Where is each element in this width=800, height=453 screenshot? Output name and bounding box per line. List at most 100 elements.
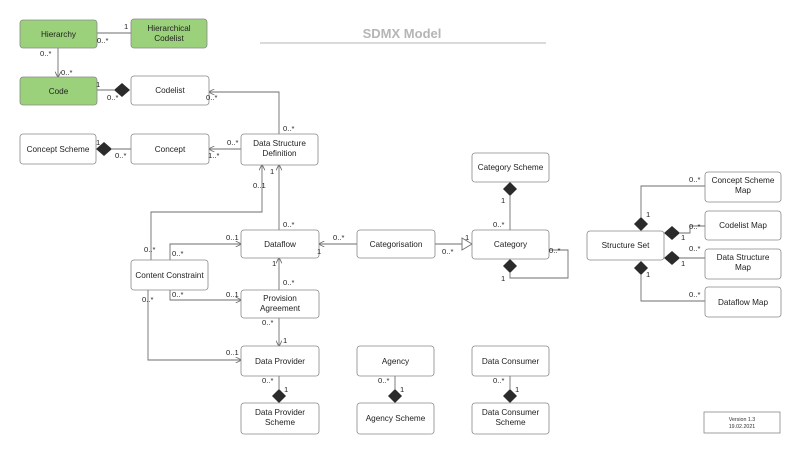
svg-text:Dataflow: Dataflow bbox=[264, 240, 296, 249]
svg-text:Data Provider: Data Provider bbox=[255, 408, 305, 417]
box-structure-set[interactable]: Structure Set bbox=[586, 230, 665, 261]
box-codelist-map[interactable]: Codelist Map bbox=[704, 210, 782, 241]
mult-constraint-dataflow-zero-many: 0..* bbox=[172, 249, 183, 258]
svg-text:Map: Map bbox=[735, 186, 751, 195]
mult-codelist-zero-many: 0..* bbox=[206, 93, 217, 102]
mult-categoryscheme-one: 1 bbox=[501, 196, 505, 205]
svg-text:19.02.2021: 19.02.2021 bbox=[729, 424, 756, 430]
svg-text:Codelist: Codelist bbox=[154, 34, 184, 43]
box-data-provider-scheme[interactable]: Data Provider Scheme bbox=[240, 402, 320, 435]
mult-dataflow-top-zero-many: 0..* bbox=[283, 220, 294, 229]
box-agency-scheme[interactable]: Agency Scheme bbox=[356, 402, 435, 435]
diamond-dataprovider-scheme bbox=[272, 389, 286, 403]
mult-dfmap-zero-many: 0..* bbox=[689, 290, 700, 299]
svg-text:Data Consumer: Data Consumer bbox=[482, 357, 540, 366]
mult-dsmap-zero-many: 0..* bbox=[689, 244, 700, 253]
diamond-conceptscheme-concept bbox=[96, 142, 112, 156]
svg-text:Categorisation: Categorisation bbox=[370, 240, 423, 249]
mult-dsd-bottom-one: 1 bbox=[270, 167, 274, 176]
edge-ss-clmap bbox=[680, 225, 705, 234]
mult-constraint-bottom-zero-many: 0..* bbox=[142, 295, 153, 304]
box-provision-agreement[interactable]: Provision Agreement bbox=[240, 289, 320, 319]
diamond-agency-scheme bbox=[388, 389, 402, 403]
box-category-scheme[interactable]: Category Scheme bbox=[471, 152, 550, 183]
mult-hierarchy-zero-many: 0..* bbox=[97, 36, 108, 45]
box-code[interactable]: Code bbox=[19, 76, 98, 106]
svg-text:Agency Scheme: Agency Scheme bbox=[366, 414, 426, 423]
mult-provider-bottom-zero-many: 0..* bbox=[262, 376, 273, 385]
mult-ss-dfmap-one: 1 bbox=[646, 270, 650, 279]
mult-category-left-zero-many: 0..* bbox=[442, 247, 453, 256]
svg-text:Data Structure: Data Structure bbox=[717, 253, 770, 262]
svg-text:Category Scheme: Category Scheme bbox=[478, 163, 544, 172]
mult-dsd-zero-one: 0..1 bbox=[253, 181, 266, 190]
mult-dataflow-bottom-one: 1 bbox=[272, 259, 276, 268]
mult-category-left-one: 1 bbox=[465, 233, 469, 242]
box-data-consumer-scheme[interactable]: Data Consumer Scheme bbox=[471, 402, 550, 435]
mult-dsd-left-zero-many: 0..* bbox=[227, 138, 238, 147]
svg-text:Definition: Definition bbox=[262, 149, 297, 158]
mult-code-one: 1 bbox=[96, 80, 100, 89]
box-agency[interactable]: Agency bbox=[356, 345, 435, 377]
mult-category-top-zero-many: 0..* bbox=[493, 220, 504, 229]
diamond-ss-dfmap bbox=[634, 261, 648, 275]
edge-constraint-dsd bbox=[150, 165, 262, 260]
box-categorisation[interactable]: Categorisation bbox=[356, 229, 436, 259]
mult-provider-top-one: 1 bbox=[283, 336, 287, 345]
mult-categorisation-zero-many: 0..* bbox=[333, 233, 344, 242]
diamond-categoryscheme-category bbox=[503, 182, 517, 196]
svg-text:Data Consumer: Data Consumer bbox=[482, 408, 540, 417]
box-data-consumer[interactable]: Data Consumer bbox=[471, 345, 550, 377]
mult-provider-scheme-one: 1 bbox=[284, 385, 288, 394]
mult-hcl-one: 1 bbox=[124, 22, 128, 31]
svg-text:Structure Set: Structure Set bbox=[602, 241, 651, 250]
diamond-category-self bbox=[503, 259, 517, 273]
mult-concept-zero-many: 0..* bbox=[115, 151, 126, 160]
mult-ss-csmap-one: 1 bbox=[646, 210, 650, 219]
mult-ss-clmap-one: 1 bbox=[681, 233, 685, 242]
box-data-provider[interactable]: Data Provider bbox=[240, 345, 320, 377]
svg-text:Data Provider: Data Provider bbox=[255, 357, 305, 366]
edge-dsd-codelist bbox=[209, 92, 280, 134]
box-codelist[interactable]: Codelist bbox=[130, 75, 210, 106]
mult-dataflow-left-zero-one: 0..1 bbox=[226, 233, 239, 242]
box-concept-scheme[interactable]: Concept Scheme bbox=[19, 133, 97, 165]
mult-provision-top-zero-many: 0..* bbox=[283, 278, 294, 287]
multiplicity-labels: 1 0..* 0..* 0..* 1 0..* 0..* 0..* 1 0..*… bbox=[40, 22, 700, 394]
connectors bbox=[58, 32, 705, 403]
svg-text:Category: Category bbox=[494, 240, 528, 249]
box-dataflow[interactable]: Dataflow bbox=[240, 229, 320, 259]
svg-text:Agreement: Agreement bbox=[260, 304, 301, 313]
arrowhead-categorisation-category bbox=[461, 237, 473, 251]
diamond-consumer-scheme bbox=[503, 389, 517, 403]
svg-text:Provision: Provision bbox=[263, 294, 297, 303]
edge-ss-dfmap bbox=[640, 275, 705, 302]
diamond-codelist-code bbox=[114, 83, 130, 97]
box-concept[interactable]: Concept bbox=[130, 133, 210, 165]
svg-text:Scheme: Scheme bbox=[495, 418, 525, 427]
box-category[interactable]: Category bbox=[471, 229, 550, 260]
mult-conceptscheme-one: 1 bbox=[96, 138, 100, 147]
box-hierarchical-codelist[interactable]: Hierarchical Codelist bbox=[130, 18, 208, 49]
mult-agency-zero-many: 0..* bbox=[378, 376, 389, 385]
mult-hierarchy-bottom-zero-many: 0..* bbox=[40, 49, 51, 58]
mult-agency-scheme-one: 1 bbox=[400, 385, 404, 394]
box-content-constraint[interactable]: Content Constraint bbox=[130, 259, 209, 291]
box-concept-scheme-map[interactable]: Concept Scheme Map bbox=[704, 171, 782, 203]
mult-dataflow-right-one: 1 bbox=[317, 247, 321, 256]
box-hierarchy[interactable]: Hierarchy bbox=[19, 19, 98, 49]
svg-text:Dataflow Map: Dataflow Map bbox=[718, 298, 769, 307]
box-dataflow-map[interactable]: Dataflow Map bbox=[704, 286, 782, 318]
mult-csmap-zero-many: 0..* bbox=[689, 175, 700, 184]
svg-text:Concept Scheme: Concept Scheme bbox=[27, 145, 90, 154]
mult-clmap-zero-many: 0..* bbox=[689, 222, 700, 231]
mult-ss-dsmap-one: 1 bbox=[681, 259, 685, 268]
box-data-structure-map[interactable]: Data Structure Map bbox=[704, 248, 782, 280]
mult-consumer-zero-many: 0..* bbox=[493, 376, 504, 385]
edge-constraint-dataflow bbox=[169, 244, 241, 260]
mult-category-self-zero-many: 0..* bbox=[549, 246, 560, 255]
svg-text:Agency: Agency bbox=[382, 357, 410, 366]
box-data-structure-definition[interactable]: Data Structure Definition bbox=[240, 133, 319, 166]
diagram-title: SDMX Model bbox=[363, 26, 442, 41]
